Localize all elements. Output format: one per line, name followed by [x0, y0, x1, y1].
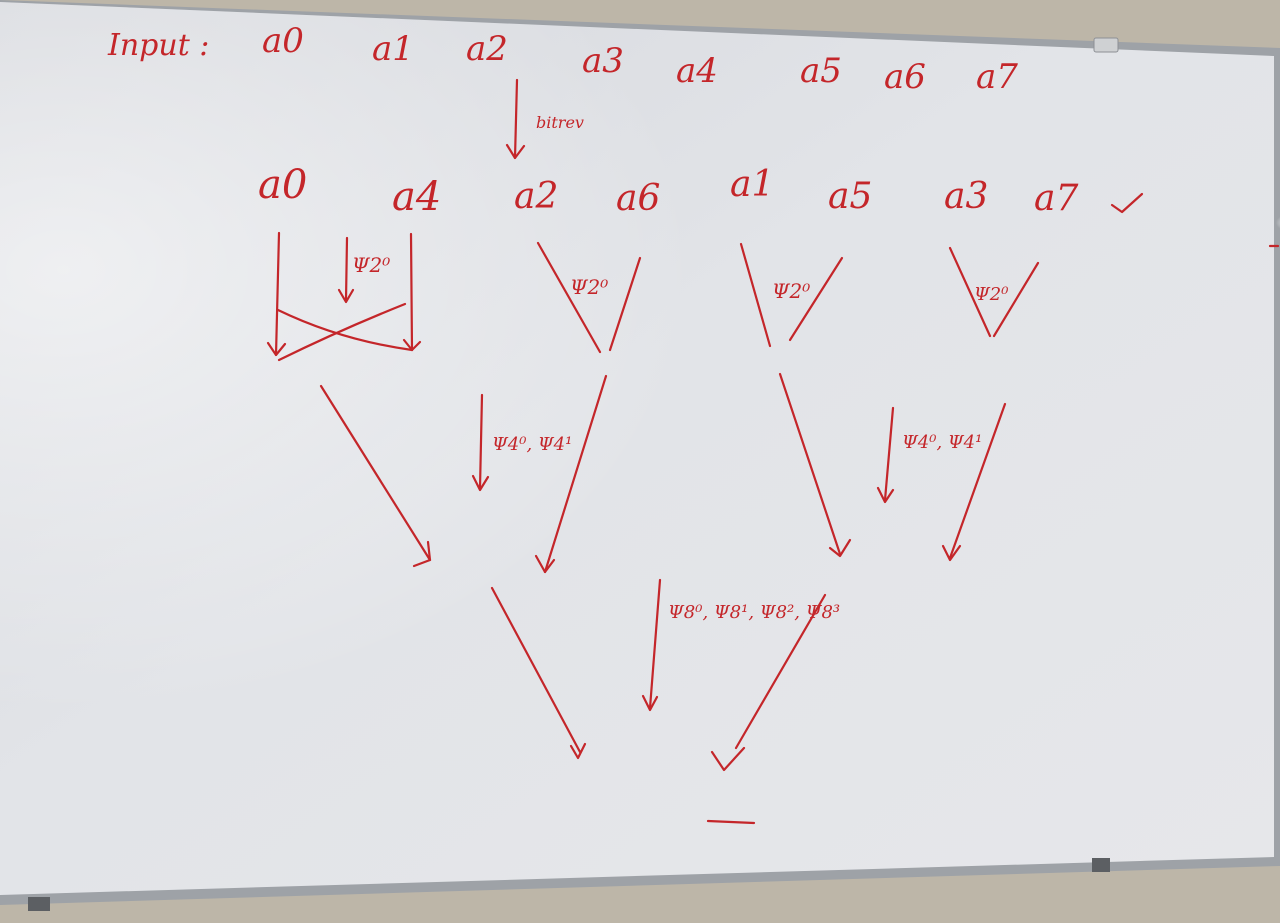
stage2-right-outer [948, 402, 1007, 560]
stage1-label-2: Ψ2⁰ [570, 275, 608, 299]
butterfly-cross-2 [277, 302, 407, 362]
butterfly-a0-left-arrowhead [266, 341, 287, 357]
input-a2: a2 [466, 29, 508, 69]
stage2-right-inner-head [828, 538, 852, 558]
stage2-left-inner-head [534, 554, 556, 574]
bitrev-label: bitrev [536, 113, 584, 132]
stage1-label-4: Ψ2⁰ [974, 284, 1008, 305]
stage2-right-inner [778, 372, 842, 556]
butterfly-a0-left-line [274, 231, 281, 357]
stage3-left [490, 586, 582, 754]
stage2-left-twiddle-arrow [478, 393, 484, 490]
stage2-left-inner [543, 374, 608, 574]
butterfly-cross-1 [276, 308, 414, 352]
stage2-label-1: Ψ4⁰, Ψ4¹ [492, 434, 572, 455]
bitrev-arrow-head [505, 143, 526, 160]
stage1-label-3: Ψ2⁰ [772, 279, 810, 303]
input-a0: a0 [262, 21, 304, 61]
stage3-twiddle-arrow [648, 578, 662, 710]
stage1-v3-right [788, 256, 844, 342]
stage1-twiddle-arrowhead [337, 288, 355, 304]
stage1-v4-left [948, 246, 992, 338]
stage1-v2-left [536, 241, 602, 354]
reordered-a0: a0 [258, 162, 307, 208]
input-a3: a3 [582, 41, 624, 81]
stage1-v4-right [992, 261, 1040, 338]
board-glare [0, 2, 1274, 895]
stage1-label-1: Ψ2⁰ [352, 253, 390, 277]
stage1-v2-right [608, 256, 642, 352]
input-a4: a4 [676, 51, 718, 91]
frame-clip-left [28, 897, 50, 911]
input-a6: a6 [884, 57, 926, 97]
stage2-right-twiddle-head [876, 486, 895, 504]
input-label: Input : [107, 28, 209, 63]
stage2-left-outer-head [412, 540, 432, 568]
input-a5: a5 [800, 51, 842, 91]
stage3-right-head [710, 746, 746, 772]
reordered-a4: a4 [392, 174, 441, 220]
stage2-left-twiddle-head [471, 474, 490, 492]
bitrev-arrow [513, 78, 519, 160]
stage3-label: Ψ8⁰, Ψ8¹, Ψ8², Ψ8³ [668, 602, 840, 623]
reordered-a7: a7 [1034, 178, 1078, 219]
tick-mark [1110, 192, 1144, 214]
board-glare-right [1175, 204, 1280, 276]
frame-clip-bottom [1092, 858, 1110, 872]
stage2-left-outer [319, 384, 432, 562]
stage1-v3-left [739, 242, 772, 348]
reordered-a6: a6 [616, 178, 660, 219]
reordered-a1: a1 [730, 164, 774, 205]
stage3-right [734, 593, 827, 750]
butterfly-a4-right-line [409, 232, 414, 352]
reordered-a3: a3 [944, 176, 988, 217]
underline-dash [706, 819, 756, 825]
stage2-right-twiddle-arrow [883, 406, 895, 502]
input-a7: a7 [976, 57, 1018, 97]
stage2-right-outer-head [941, 544, 962, 562]
stage1-twiddle-arrow [344, 236, 349, 302]
input-a1: a1 [372, 29, 414, 69]
stage2-label-2: Ψ4⁰, Ψ4¹ [902, 432, 982, 453]
reordered-a2: a2 [514, 176, 558, 217]
frame-clip-top [1093, 37, 1119, 53]
stage3-left-head [569, 742, 587, 760]
stage3-twiddle-head [641, 694, 659, 712]
reordered-a5: a5 [828, 176, 872, 217]
